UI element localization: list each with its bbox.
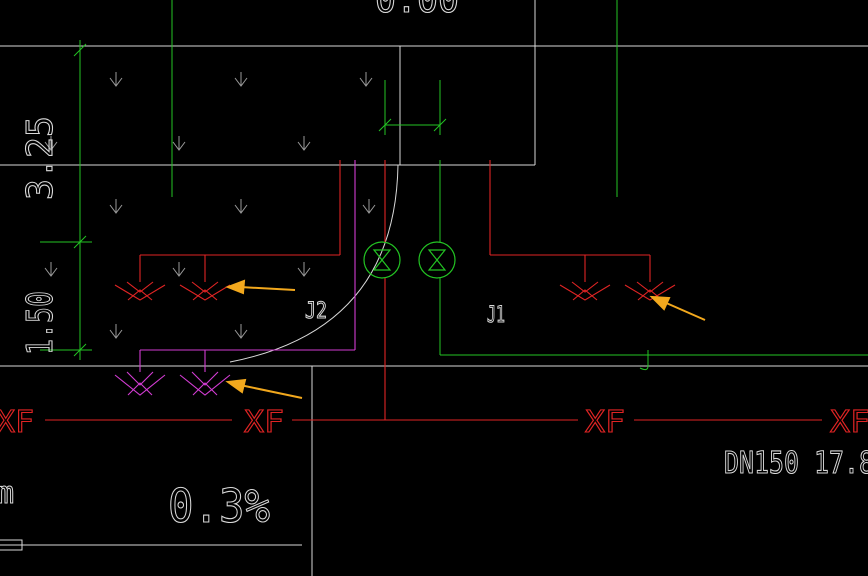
xf-label-3: XF xyxy=(585,405,625,440)
red-pipes xyxy=(45,160,822,421)
dimension-lower-label: 1.50 xyxy=(20,291,61,355)
xf-label-1: XF xyxy=(0,405,34,440)
xf-label-2: XF xyxy=(244,405,284,440)
down-arrow-marks xyxy=(44,72,376,339)
gate-valve-j1 xyxy=(418,241,456,279)
magenta-pipes xyxy=(139,160,356,372)
xf-label-4: XF xyxy=(830,405,868,440)
slope-label: 0.3% xyxy=(168,479,270,533)
pipe-label-j2: J2 xyxy=(305,299,327,324)
sprinkler-head-red-1 xyxy=(114,281,166,301)
pipe-spec-label: DN150 17.8 xyxy=(724,446,868,481)
sprinkler-head-red-3 xyxy=(559,281,611,301)
sprinkler-head-magenta-1 xyxy=(114,371,166,396)
dimension-upper-label: 3.25 xyxy=(20,116,61,200)
top-elevation-label: 0.00 xyxy=(375,0,459,21)
green-dimension-lines xyxy=(40,0,868,371)
slope-arrow xyxy=(0,539,23,551)
sprinkler-head-red-2 xyxy=(179,281,231,301)
callout-arrow-3 xyxy=(649,295,706,321)
callout-arrow-1 xyxy=(225,279,296,295)
gate-valve-j2 xyxy=(363,241,401,279)
sprinkler-head-magenta-2 xyxy=(179,371,231,396)
pipe-label-j1: J1 xyxy=(487,303,505,328)
callout-arrow-2 xyxy=(225,378,303,399)
unit-fragment-label: m xyxy=(0,476,14,511)
